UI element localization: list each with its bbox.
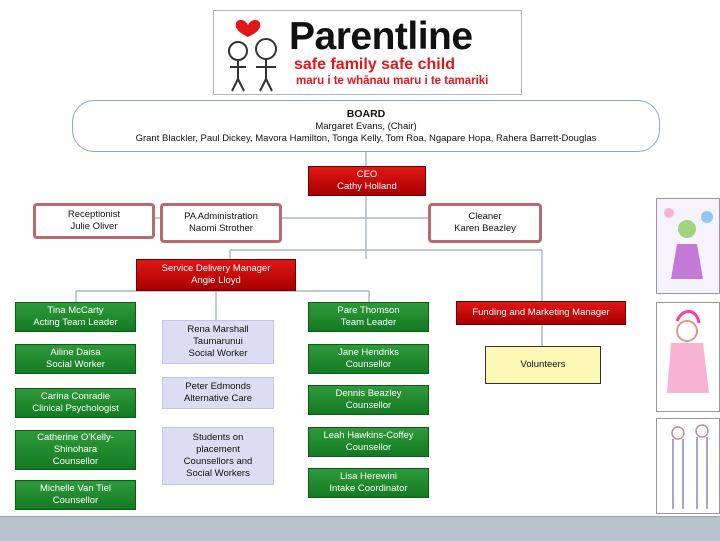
volunteers-label: Volunteers (520, 359, 566, 370)
ceo-role: CEO (356, 169, 378, 180)
logo-tagline: safe family safe child (294, 56, 455, 73)
board-chair: Margaret Evans, (Chair) (315, 120, 417, 132)
staff-box-pare: Pare Thomson Team Leader (308, 302, 429, 332)
board-members: Grant Blackler, Paul Dickey, Mavora Hami… (135, 132, 597, 144)
ceo-box: CEO Cathy Holland (308, 166, 426, 196)
receptionist-role: Receptionist (67, 209, 121, 220)
service-manager-name: Angie Lloyd (191, 275, 241, 286)
ceo-name: Cathy Holland (337, 181, 397, 192)
staff-role: Acting Team Leader (33, 317, 118, 328)
staff-box-rena: Rena Marshall Taumarunui Social Worker (162, 320, 274, 364)
staff-role: Alternative Care (183, 393, 253, 404)
drawing-figure-icon (667, 310, 709, 393)
staff-box-lisa: Lisa Herewini Intake Coordinator (308, 468, 429, 498)
childs-drawing-picture (656, 198, 720, 294)
drawing-figure-icon (671, 424, 709, 509)
funding-marketing-manager-box: Funding and Marketing Manager (456, 301, 626, 325)
pa-admin-role: PA Administration (184, 211, 258, 222)
staff-name: Rena Marshall (187, 324, 249, 335)
staff-name: Jane Hendriks (338, 347, 399, 358)
staff-box-ailine: Ailine Daisa Social Worker (15, 344, 136, 374)
staff-name: Leah Hawkins-Coffey (323, 430, 414, 441)
board-heading: BOARD (346, 107, 386, 120)
staff-role: Counsellor (345, 400, 392, 411)
pa-admin-name: Naomi Strother (189, 223, 253, 234)
cleaner-role: Cleaner (468, 211, 502, 222)
staff-name: Lisa Herewini (339, 471, 398, 482)
staff-role: Counsellor (52, 495, 99, 506)
staff-role: Shinohara (53, 444, 98, 455)
volunteers-box: Volunteers (485, 346, 601, 384)
staff-box-michelle: Michelle Van Tiel Counsellor (15, 480, 136, 510)
staff-box-carina: Carina Conradie Clinical Psychologist (15, 388, 136, 418)
staff-role: Team Leader (340, 317, 397, 328)
staff-role: Clinical Psychologist (32, 403, 119, 414)
parentline-logo: Parentline safe family safe child maru i… (213, 10, 522, 95)
receptionist-name: Julie Oliver (70, 221, 118, 232)
staff-role: Social Worker (46, 359, 105, 370)
staff-box-peter: Peter Edmonds Alternative Care (162, 377, 274, 409)
staff-role: Counsellor (345, 442, 392, 453)
logo-maori-tagline: maru i te whānau maru i te tamariki (296, 75, 489, 87)
childs-drawing-picture (656, 302, 720, 412)
students-line: Students on (192, 432, 244, 443)
staff-box-tina: Tina McCarty Acting Team Leader (15, 302, 136, 332)
staff-role: Counsellor (345, 359, 392, 370)
staff-name: Tina McCarty (47, 305, 104, 316)
staff-role: Intake Coordinator (329, 483, 408, 494)
staff-box-dennis: Dennis Beazley Counsellor (308, 385, 429, 415)
staff-name: Ailine Daisa (50, 347, 101, 358)
staff-role-2: Counsellor (52, 456, 99, 467)
staff-box-leah: Leah Hawkins-Coffey Counsellor (308, 427, 429, 457)
staff-box-jane: Jane Hendriks Counsellor (308, 344, 429, 374)
staff-name: Michelle Van Tiel (39, 483, 112, 494)
pa-admin-box: PA Administration Naomi Strother (160, 203, 282, 243)
drawing-figure-icon (657, 199, 719, 293)
staff-name: Pare Thomson (337, 305, 400, 316)
logo-title: Parentline (289, 15, 473, 58)
staff-name: Peter Edmonds (185, 381, 251, 392)
cleaner-name: Karen Beazley (454, 223, 516, 234)
staff-name: Catherine O'Kelly- (37, 432, 114, 443)
staff-box-students: Students on placement Counsellors and So… (162, 427, 274, 485)
staff-role: Social Worker (188, 348, 248, 359)
students-line: Social Workers (186, 468, 250, 479)
family-drawing-icon (228, 19, 277, 92)
cleaner-box: Cleaner Karen Beazley (428, 203, 542, 243)
students-line: Counsellors and (183, 456, 253, 467)
service-delivery-manager-box: Service Delivery Manager Angie Lloyd (136, 259, 296, 291)
footer-bar (0, 516, 720, 541)
board-box: BOARD Margaret Evans, (Chair) Grant Blac… (72, 100, 660, 152)
staff-box-catherine: Catherine O'Kelly- Shinohara Counsellor (15, 430, 136, 470)
staff-name: Dennis Beazley (335, 388, 402, 399)
staff-location: Taumarunui (193, 336, 243, 347)
service-manager-role: Service Delivery Manager (161, 263, 271, 274)
staff-name: Carina Conradie (40, 391, 111, 402)
funding-label: Funding and Marketing Manager (472, 307, 610, 318)
students-line: placement (196, 444, 240, 455)
childs-drawing-picture (656, 418, 720, 514)
receptionist-box: Receptionist Julie Oliver (33, 203, 155, 239)
